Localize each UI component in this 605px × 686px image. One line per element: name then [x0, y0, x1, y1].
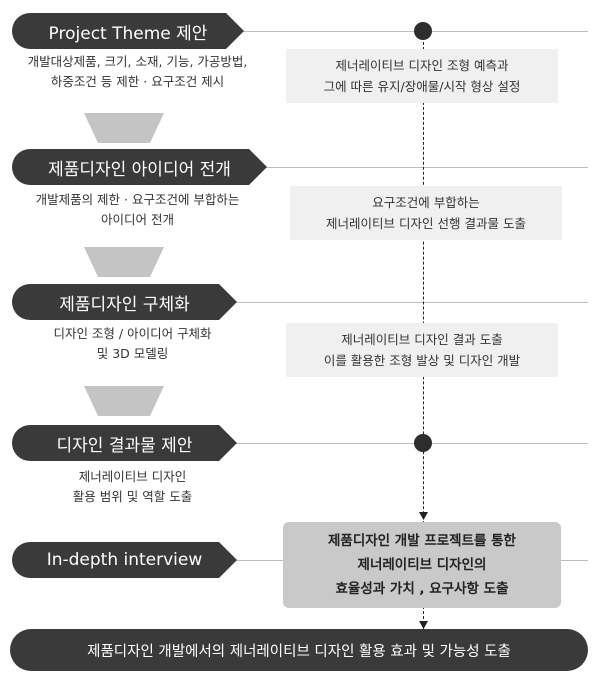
timeline-dot-middle	[414, 434, 432, 452]
note-line: 제너레이티브 디자인 결과 도출	[341, 332, 503, 347]
connector-line-2	[255, 167, 588, 168]
note-line: 제너레이티브 디자인의	[357, 557, 487, 573]
note-generative-prediction: 제너레이티브 디자인 조형 예측과 그에 따른 유지/장애물/시작 형상 설정	[286, 49, 558, 103]
stage-label: In-depth interview	[46, 550, 203, 570]
conclusion-text: 제품디자인 개발에서의 제너레이티브 디자인 활용 효과 및 가능성 도출	[87, 643, 511, 660]
stage-label: 제품디자인 아이디어 전개	[48, 159, 231, 180]
connector-line-3	[225, 302, 588, 303]
down-arrow	[84, 113, 164, 143]
down-arrow	[84, 386, 164, 416]
stage-label: 디자인 결과물 제안	[56, 435, 193, 456]
note-result-development: 제너레이티브 디자인 결과 도출 이를 활용한 조형 발상 및 디자인 개발	[286, 323, 558, 377]
timeline-arrowhead-1	[419, 512, 428, 520]
stage-idea-development: 제품디자인 아이디어 전개	[12, 149, 267, 185]
stage-label: Project Theme 제안	[48, 23, 208, 44]
down-arrow	[84, 247, 164, 277]
note-preliminary-result: 요구조건에 부합하는 제너레이티브 디자인 선행 결과물 도출	[290, 186, 562, 240]
stage-design-result: 디자인 결과물 제안	[12, 425, 237, 461]
desc-line: 하중조건 등 제한 · 요구조건 제시	[50, 74, 225, 89]
desc-line: 및 3D 모델링	[96, 346, 169, 361]
stage-project-theme: Project Theme 제안	[12, 13, 244, 49]
timeline-dot-top	[414, 22, 432, 40]
note-line: 이를 활용한 조형 발상 및 디자인 개발	[323, 353, 521, 368]
note-line: 제너레이티브 디자인 조형 예측과	[335, 58, 509, 73]
desc-line: 개발제품의 제한 · 요구조건에 부합하는	[35, 192, 240, 207]
timeline-arrowhead-2	[419, 621, 428, 629]
stage-description: 제너레이티브 디자인 활용 범위 및 역할 도출	[5, 467, 260, 507]
connector-line-5	[225, 560, 283, 561]
desc-line: 아이디어 전개	[101, 212, 174, 227]
stage-description: 디자인 조형 / 아이디어 구체화 및 3D 모델링	[5, 324, 260, 364]
stage-in-depth-interview: In-depth interview	[12, 542, 237, 578]
conclusion-bar: 제품디자인 개발에서의 제너레이티브 디자인 활용 효과 및 가능성 도출	[10, 629, 588, 671]
stage-description: 개발제품의 제한 · 요구조건에 부합하는 아이디어 전개	[5, 190, 270, 230]
stage-label: 제품디자인 구체화	[59, 294, 190, 315]
stage-design-concretization: 제품디자인 구체화	[12, 284, 237, 320]
desc-line: 활용 범위 및 역할 도출	[72, 489, 193, 504]
connector-line-6	[561, 560, 588, 561]
note-line: 제너레이티브 디자인 선행 결과물 도출	[326, 216, 526, 231]
note-line: 그에 따른 유지/장애물/시작 형상 설정	[323, 79, 521, 94]
note-line: 요구조건에 부합하는	[372, 195, 480, 210]
desc-line: 디자인 조형 / 아이디어 구체화	[53, 326, 212, 341]
desc-line: 개발대상제품, 크기, 소재, 기능, 가공방법,	[27, 54, 248, 69]
note-line: 제품디자인 개발 프로젝트를 통한	[328, 533, 516, 549]
connector-line-4	[225, 443, 588, 444]
note-interview-findings: 제품디자인 개발 프로젝트를 통한 제너레이티브 디자인의 효율성과 가치 , …	[283, 522, 561, 608]
note-line: 효율성과 가치 , 요구사항 도출	[335, 581, 509, 597]
desc-line: 제너레이티브 디자인	[78, 469, 187, 484]
stage-description: 개발대상제품, 크기, 소재, 기능, 가공방법, 하중조건 등 제한 · 요구…	[5, 52, 270, 92]
connector-line-1	[230, 31, 588, 32]
